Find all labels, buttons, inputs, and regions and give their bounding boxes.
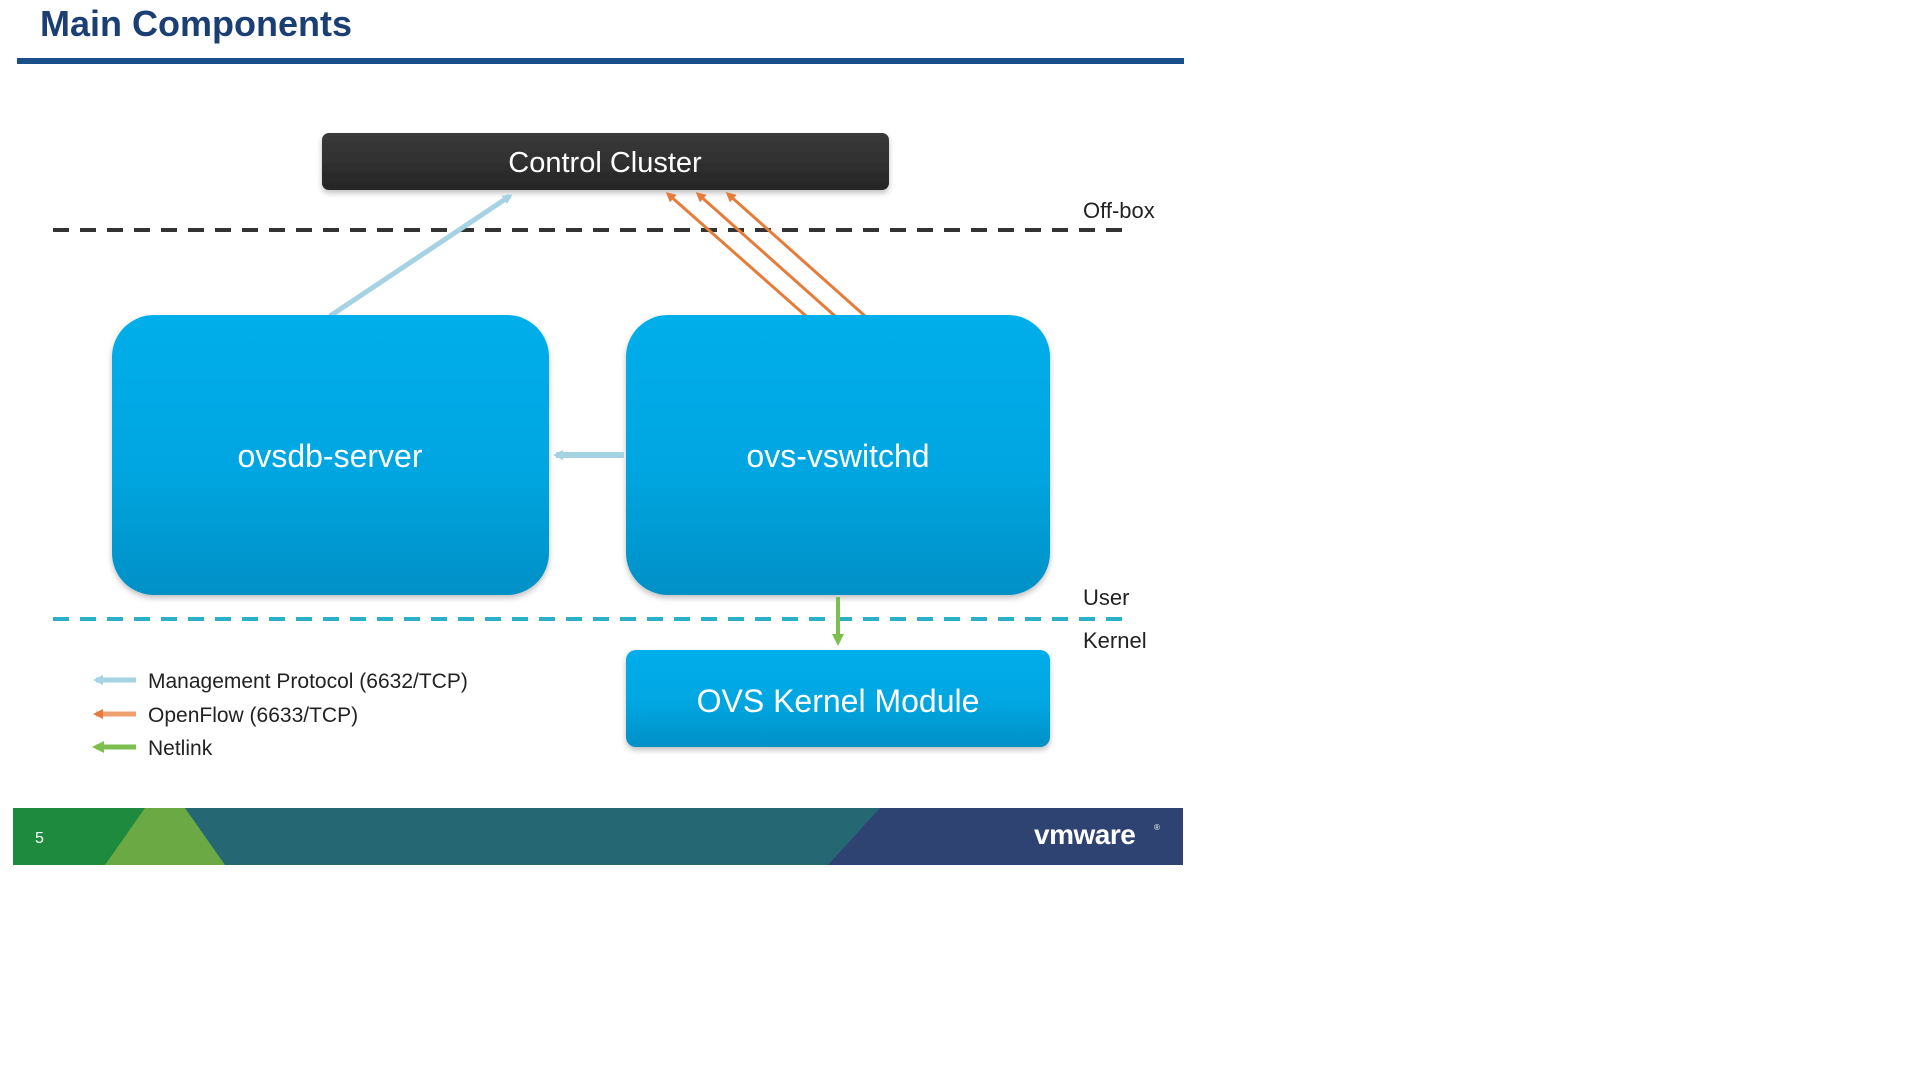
legend-label-netlink: Netlink	[148, 737, 213, 760]
footer-navy-band	[828, 808, 1183, 865]
footer-bar: 5 vmware ®	[13, 808, 1183, 865]
legend-item-netlink: Netlink	[92, 737, 213, 760]
management-protocol-arrow	[328, 193, 513, 319]
legend: Management Protocol (6632/TCP) OpenFlow …	[92, 670, 468, 760]
openflow-arrow-2	[695, 192, 836, 318]
user-label: User	[1083, 585, 1129, 610]
openflow-arrow-3	[725, 192, 866, 318]
page-number: 5	[35, 830, 44, 847]
legend-item-management: Management Protocol (6632/TCP)	[93, 670, 468, 693]
vmware-logo-text: vmware	[1034, 819, 1135, 850]
off-box-label: Off-box	[1083, 198, 1155, 223]
title-rule	[17, 58, 1184, 64]
control-cluster-label: Control Cluster	[508, 147, 702, 179]
legend-item-openflow: OpenFlow (6633/TCP)	[93, 704, 358, 727]
legend-label-openflow: OpenFlow (6633/TCP)	[148, 704, 358, 727]
ovsdb-server-box: ovsdb-server	[112, 315, 549, 595]
ovs-vswitchd-box: ovs-vswitchd	[626, 315, 1050, 595]
openflow-arrow-1	[665, 192, 807, 318]
legend-label-management: Management Protocol (6632/TCP)	[148, 670, 468, 693]
vmware-logo: vmware ®	[1034, 819, 1160, 850]
slide-title: Main Components	[40, 3, 352, 44]
footer-light-green-triangle	[105, 808, 225, 865]
control-cluster-box: Control Cluster	[322, 133, 889, 190]
ovsdb-server-label: ovsdb-server	[238, 438, 423, 474]
registered-mark-icon: ®	[1154, 823, 1160, 832]
kernel-module-box: OVS Kernel Module	[626, 650, 1050, 747]
kernel-module-label: OVS Kernel Module	[697, 683, 980, 719]
ovs-vswitchd-label: ovs-vswitchd	[746, 438, 929, 474]
kernel-label: Kernel	[1083, 628, 1147, 653]
